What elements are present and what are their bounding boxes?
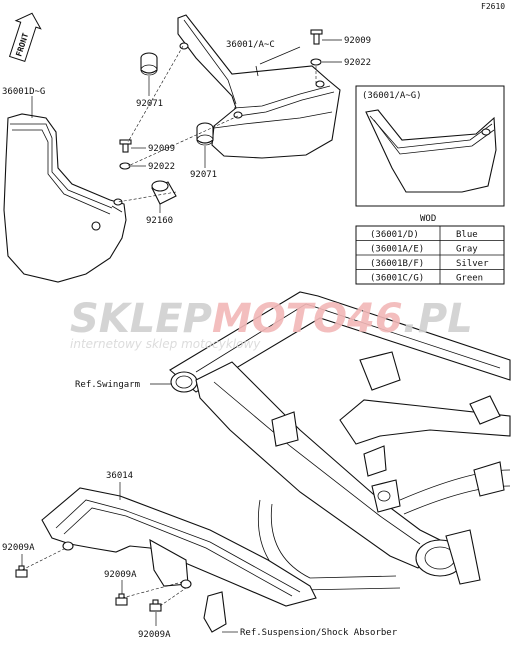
side-cover-left-part [3, 113, 127, 283]
swingarm-part [169, 291, 511, 591]
color-row-color: Blue [456, 230, 478, 240]
label-ref-swingarm: Ref.Swingarm [75, 380, 140, 390]
inset-title: (36001/A~G) [362, 91, 422, 101]
bolt-92009-mid-icon [119, 139, 132, 153]
leader-lines-lower [21, 383, 238, 633]
color-row-part: (36001C/G) [370, 274, 424, 284]
front-arrow-icon: FRONT [8, 12, 42, 63]
grommet-92071-mid-icon [196, 122, 214, 146]
color-row-color: Gray [456, 245, 478, 255]
watermark-logo: SKLEPMOTO46.PL [70, 296, 473, 342]
color-table: WOD (36001/D) Blue (36001A/E) Gray (3600… [355, 214, 505, 285]
label-36001ac: 36001/A~C [226, 40, 275, 50]
label-92160: 92160 [146, 216, 173, 226]
label-92009-top: 92009 [344, 36, 371, 46]
washer-92022-top-icon [310, 58, 322, 66]
bolt-92009-top-icon [310, 29, 323, 45]
color-row-color: Green [456, 274, 483, 284]
label-92009-mid: 92009 [148, 144, 175, 154]
label-92009a-2: 92009A [104, 570, 137, 580]
watermark: SKLEPMOTO46.PL internetowy sklep motocyk… [70, 296, 473, 351]
label-92009a-3: 92009A [138, 630, 171, 640]
figure-code: F2610 [481, 2, 505, 11]
watermark-brand-a: SKLEP [70, 296, 212, 342]
watermark-brand-d: .PL [403, 296, 473, 342]
side-cover-right-part [177, 14, 341, 159]
label-36001dg: 36001D~G [2, 87, 45, 97]
label-ref-suspension: Ref.Suspension/Shock Absorber [240, 628, 398, 638]
color-row-color: Silver [456, 259, 489, 269]
inset-box: (36001/A~G) [355, 85, 505, 207]
washer-92022-mid-icon [119, 162, 131, 170]
watermark-tagline: internetowy sklep motocyklowy [70, 337, 261, 351]
collar-92160-icon [151, 180, 177, 205]
color-row-part: (36001/D) [370, 230, 419, 240]
bolt-92009a-2-icon [115, 593, 128, 606]
label-92009a-1: 92009A [2, 543, 35, 553]
color-table-title: WOD [420, 214, 436, 224]
color-row-part: (36001B/F) [370, 259, 424, 269]
bolt-92009a-3-icon [149, 599, 162, 612]
color-row-part: (36001A/E) [370, 245, 424, 255]
label-92071-left: 92071 [136, 99, 163, 109]
label-36014: 36014 [106, 471, 133, 481]
label-92022-mid: 92022 [148, 162, 175, 172]
label-92022-top: 92022 [344, 58, 371, 68]
watermark-brand-b: MOTO [212, 296, 347, 342]
chain-cover-part [41, 487, 317, 633]
grommet-92071-left-icon [140, 52, 158, 76]
label-92071-mid: 92071 [190, 170, 217, 180]
bolt-92009a-1-icon [15, 565, 28, 578]
watermark-brand-c: 46 [346, 296, 403, 342]
leader-lines-upper [31, 39, 342, 213]
